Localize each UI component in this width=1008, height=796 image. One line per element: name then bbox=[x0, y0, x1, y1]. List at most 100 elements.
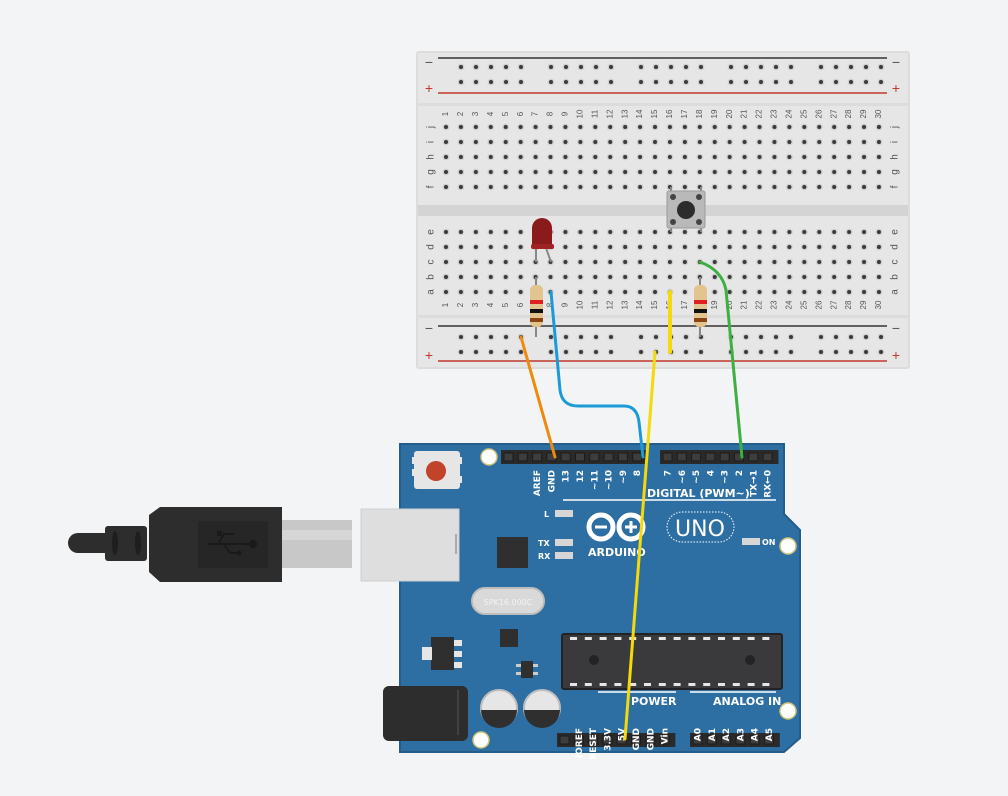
breadboard-hole-dot bbox=[876, 170, 881, 174]
header-pin[interactable] bbox=[588, 735, 599, 745]
breadboard-hole-dot bbox=[876, 275, 881, 279]
column-number-label: 10 bbox=[575, 300, 584, 309]
wires bbox=[519, 260, 744, 741]
led-tx-label: TX bbox=[538, 539, 550, 548]
header-pin[interactable] bbox=[616, 735, 627, 745]
breadboard-hole-dot bbox=[638, 275, 643, 279]
yellow-wire[interactable] bbox=[623, 350, 657, 741]
header-pin[interactable] bbox=[719, 452, 730, 462]
led-on-indicator bbox=[742, 538, 760, 545]
header-pin[interactable] bbox=[631, 735, 641, 745]
breadboard-hole-dot bbox=[787, 140, 792, 144]
rail-hole-dot bbox=[684, 80, 688, 84]
breadboard-hole-dot bbox=[563, 155, 568, 159]
header-pin[interactable] bbox=[705, 452, 716, 462]
rail-hole-dot bbox=[594, 350, 598, 354]
breadboard-hole-dot bbox=[727, 275, 732, 279]
breadboard-hole-dot bbox=[444, 260, 448, 264]
pin-label: GND bbox=[646, 728, 656, 750]
chip-pin bbox=[570, 683, 577, 686]
header-pin[interactable] bbox=[602, 735, 613, 745]
header-pin[interactable] bbox=[692, 735, 703, 745]
header-pin[interactable] bbox=[691, 452, 702, 462]
breadboard-hole-dot bbox=[772, 155, 777, 159]
header-pin[interactable] bbox=[662, 452, 673, 462]
usb-symbol-icon bbox=[207, 533, 252, 554]
breadboard-hole-dot bbox=[488, 140, 493, 144]
pin-label: ~3 bbox=[721, 470, 731, 484]
header-pin[interactable] bbox=[764, 735, 774, 745]
breadboard-hole-dot bbox=[712, 155, 717, 159]
column-number-label: 4 bbox=[486, 302, 495, 307]
breadboard-hole-dot bbox=[772, 290, 777, 294]
breadboard-hole-dot bbox=[638, 155, 643, 159]
breadboard-hole-dot bbox=[518, 125, 523, 129]
header-pin[interactable] bbox=[762, 452, 773, 462]
breadboard-hole-dot bbox=[518, 170, 523, 174]
green-wire[interactable] bbox=[698, 260, 744, 459]
breadboard-hole-dot bbox=[787, 125, 792, 129]
breadboard-hole-dot bbox=[608, 155, 613, 159]
breadboard-hole-dot bbox=[488, 185, 493, 189]
header-pin[interactable] bbox=[706, 735, 717, 745]
usb-cable[interactable] bbox=[68, 507, 352, 582]
header-pin[interactable] bbox=[503, 452, 514, 462]
rail-hole-dot bbox=[654, 65, 658, 69]
breadboard-hole-dot bbox=[832, 170, 837, 174]
header-pin[interactable] bbox=[573, 735, 584, 745]
header-pin[interactable] bbox=[575, 452, 585, 462]
breadboard-hole-dot bbox=[787, 230, 792, 234]
rail-hole-dot bbox=[654, 335, 658, 339]
resistor-led[interactable] bbox=[530, 277, 543, 337]
header-pin[interactable] bbox=[645, 735, 656, 745]
header-pin[interactable] bbox=[749, 735, 760, 745]
header-pin[interactable] bbox=[748, 452, 759, 462]
pushbutton[interactable] bbox=[666, 187, 706, 232]
header-pin[interactable] bbox=[721, 735, 732, 745]
breadboard-hole-dot bbox=[757, 140, 762, 144]
orange-wire[interactable] bbox=[519, 335, 557, 459]
header-pin[interactable] bbox=[532, 452, 543, 462]
pushbutton-cap[interactable] bbox=[677, 201, 695, 219]
rail-hole-dot bbox=[519, 350, 523, 354]
breadboard-hole-dot bbox=[473, 185, 478, 189]
breadboard-hole-dot bbox=[682, 290, 687, 294]
breadboard-hole-dot bbox=[802, 125, 807, 129]
header-pin[interactable] bbox=[589, 452, 600, 462]
breadboard-hole-dot bbox=[876, 260, 881, 264]
header-pin[interactable] bbox=[632, 452, 643, 462]
breadboard-hole-dot bbox=[817, 290, 822, 294]
column-number-label: 24 bbox=[784, 300, 793, 309]
blue-wire[interactable] bbox=[549, 290, 645, 459]
resistor-button[interactable] bbox=[694, 277, 707, 337]
chip-pin bbox=[747, 683, 755, 686]
column-number-label: 17 bbox=[680, 109, 689, 118]
rail-hole-dot bbox=[879, 335, 883, 339]
row-letter-label: f bbox=[426, 185, 437, 188]
row-letter-label: j bbox=[890, 126, 901, 129]
top-power-rail bbox=[418, 53, 908, 103]
header-pin[interactable] bbox=[559, 735, 570, 745]
header-pin[interactable] bbox=[517, 452, 528, 462]
reset-button-cap[interactable] bbox=[426, 461, 446, 481]
breadboard-hole-dot bbox=[638, 245, 643, 249]
header-pin[interactable] bbox=[676, 452, 687, 462]
breadboard-hole-dot bbox=[682, 185, 687, 189]
reset-button[interactable] bbox=[412, 451, 462, 489]
header-pin[interactable] bbox=[560, 452, 571, 462]
header-pin[interactable] bbox=[617, 452, 628, 462]
header-pin[interactable] bbox=[603, 452, 614, 462]
breadboard-hole-dot bbox=[712, 140, 717, 144]
header-pin[interactable] bbox=[659, 735, 670, 745]
usb-b-port bbox=[360, 508, 460, 582]
breadboard-hole-dot bbox=[742, 155, 747, 159]
usb-chip bbox=[497, 537, 528, 568]
breadboard-hole-dot bbox=[727, 155, 732, 159]
header-pin[interactable] bbox=[735, 735, 746, 745]
led[interactable] bbox=[531, 218, 554, 263]
breadboard-hole-dot bbox=[817, 170, 822, 174]
breadboard[interactable]: − + − + − + − + 112233445566778899101011… bbox=[416, 51, 910, 369]
breadboard-hole-dot bbox=[832, 275, 837, 279]
